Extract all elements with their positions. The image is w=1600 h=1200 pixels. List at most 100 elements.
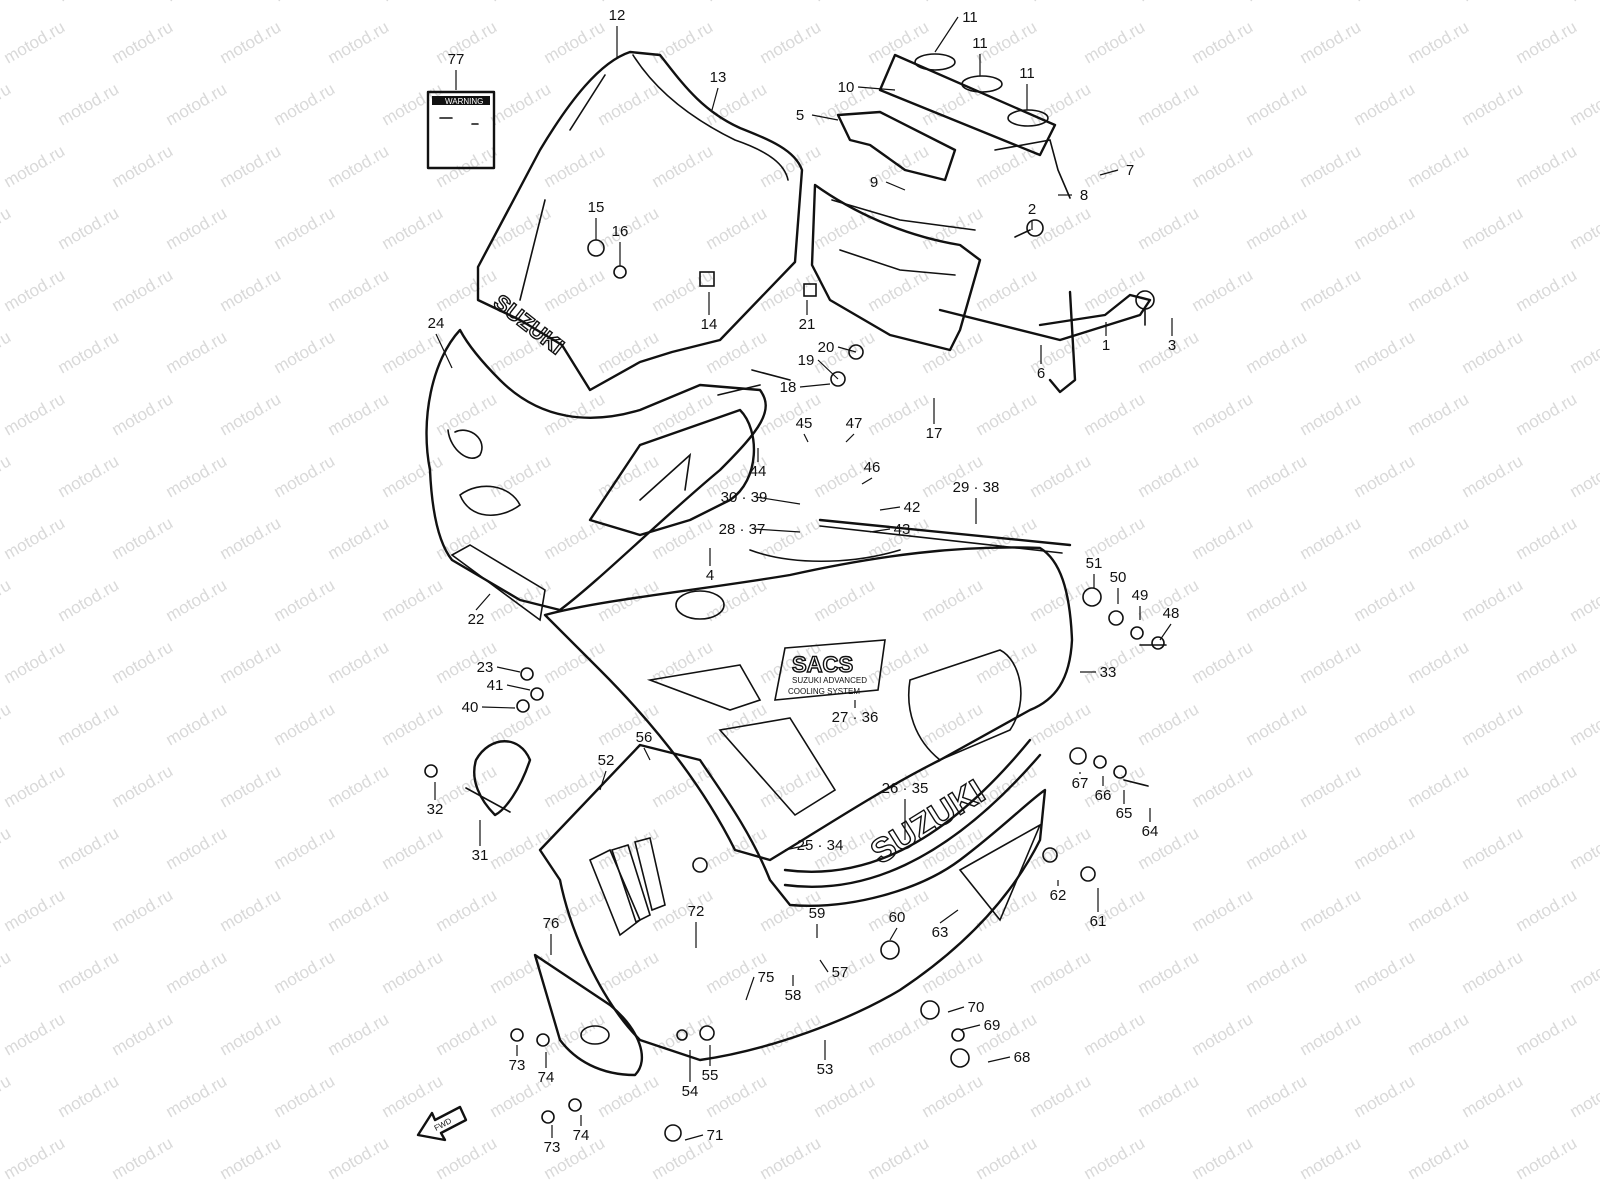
watermark-text: motod.ru — [649, 17, 717, 67]
watermark-text: motod.ru — [1081, 1133, 1149, 1183]
watermark-text: motod.ru — [1513, 885, 1581, 935]
callout-c66: 66 — [1095, 776, 1112, 804]
callout-number: 74 — [573, 1127, 590, 1144]
watermark-text: motod.ru — [487, 79, 555, 129]
fwd-arrow: FWD — [416, 1105, 468, 1142]
callout-c22: 22 — [468, 593, 491, 628]
callout-c52: 52 — [598, 752, 614, 791]
watermark-text: motod.ru — [379, 1195, 447, 1200]
watermark-text: motod.ru — [649, 885, 717, 935]
watermark-text: motod.ru — [487, 1195, 555, 1200]
watermark-text: motod.ru — [1459, 947, 1527, 997]
watermark-text: motod.ru — [973, 389, 1041, 439]
callout-number: 74 — [538, 1069, 555, 1086]
watermark-text: motod.ru — [1189, 17, 1257, 67]
watermark-text: motod.ru — [1351, 1195, 1419, 1200]
callout-number: 4 — [706, 567, 714, 584]
callout-number: 20 — [818, 339, 835, 356]
watermark-text: motod.ru — [163, 327, 231, 377]
callout-number: 11 — [962, 9, 978, 26]
callout-c57: 57 — [819, 959, 849, 981]
watermark-text: motod.ru — [109, 637, 177, 687]
watermark-text: motod.ru — [1297, 637, 1365, 687]
watermark-text: motod.ru — [433, 389, 501, 439]
callout-c24: 24 — [428, 315, 453, 369]
callout-c13: 13 — [710, 69, 726, 111]
callout-c65: 65 — [1116, 790, 1132, 822]
watermark-text: motod.ru — [163, 1195, 231, 1200]
watermark-text: motod.ru — [1459, 575, 1527, 625]
callout-leader-line — [934, 16, 959, 53]
watermark-text: motod.ru — [1297, 761, 1365, 811]
watermark-text: motod.ru — [109, 265, 177, 315]
watermark-text: motod.ru — [1243, 823, 1311, 873]
callout-c51: 51 — [1086, 555, 1102, 588]
callout-leader-line — [506, 684, 531, 691]
watermark-text: motod.ru — [163, 451, 231, 501]
watermark-text: motod.ru — [1027, 0, 1095, 5]
sacs-logo-text: SACS — [792, 652, 853, 677]
watermark-text: motod.ru — [487, 823, 555, 873]
callout-number: 73 — [509, 1057, 526, 1074]
callout-leader-line — [885, 181, 906, 191]
watermark-text: motod.ru — [1567, 699, 1600, 749]
watermark-text: motod.ru — [811, 0, 879, 5]
callout-number: 66 — [1095, 787, 1112, 804]
watermark-text: motod.ru — [55, 947, 123, 997]
watermark-text: motod.ru — [1081, 389, 1149, 439]
callout-leader-line — [745, 976, 755, 1001]
callout-number: 30 · 39 — [721, 489, 768, 506]
callout-c63: 63 — [932, 909, 959, 941]
callout-number: 21 — [799, 316, 816, 333]
watermark-text: motod.ru — [217, 141, 285, 191]
watermark-text: motod.ru — [1, 513, 69, 563]
watermark-text: motod.ru — [1189, 389, 1257, 439]
watermark-text: motod.ru — [649, 637, 717, 687]
watermark-text: motod.ru — [703, 823, 771, 873]
watermark-text: motod.ru — [379, 823, 447, 873]
watermark-text: motod.ru — [55, 1195, 123, 1200]
watermark-text: motod.ru — [217, 1009, 285, 1059]
watermark-text: motod.ru — [55, 1071, 123, 1121]
callout-c61: 61 — [1090, 888, 1106, 930]
callout-number: 14 — [701, 316, 718, 333]
watermark-text: motod.ru — [0, 947, 14, 997]
callout-leader-line — [869, 528, 891, 533]
callout-number: 67 — [1072, 775, 1089, 792]
watermark-text: motod.ru — [325, 265, 393, 315]
watermark-text: motod.ru — [0, 1195, 14, 1200]
watermark-text: motod.ru — [109, 885, 177, 935]
lower-side-panel — [533, 953, 644, 1077]
watermark-text: motod.ru — [271, 0, 339, 5]
watermark-text: motod.ru — [55, 0, 123, 5]
callout-c47: 47 — [845, 415, 862, 443]
watermark-text: motod.ru — [1, 1133, 69, 1183]
watermark-text: motod.ru — [55, 79, 123, 129]
callout-c71: 71 — [684, 1127, 723, 1144]
callout-number: 49 — [1132, 587, 1149, 604]
callout-number: 40 — [462, 699, 479, 716]
watermark-text: motod.ru — [1567, 1195, 1600, 1200]
callout-number: 5 — [796, 107, 804, 124]
callout-number: 54 — [682, 1083, 699, 1100]
watermark-text: motod.ru — [379, 1071, 447, 1121]
watermark-text: motod.ru — [865, 389, 933, 439]
callout-c6: 6 — [1037, 345, 1045, 382]
watermark-text: motod.ru — [541, 389, 609, 439]
watermark-text: motod.ru — [433, 1133, 501, 1183]
callout-number: 57 — [832, 964, 849, 981]
watermark-text: motod.ru — [379, 203, 447, 253]
watermark-text: motod.ru — [1297, 141, 1365, 191]
watermark-text: motod.ru — [325, 761, 393, 811]
callout-leader-line — [475, 593, 491, 611]
watermark-text: motod.ru — [865, 17, 933, 67]
watermark-text: motod.ru — [433, 885, 501, 935]
callout-c23: 23 — [477, 659, 521, 676]
watermark-text: motod.ru — [1405, 1133, 1473, 1183]
callout-c69: 69 — [959, 1017, 1000, 1034]
watermark-text: motod.ru — [757, 1133, 825, 1183]
watermark-text: motod.ru — [1135, 0, 1203, 5]
watermark-text: motod.ru — [649, 265, 717, 315]
